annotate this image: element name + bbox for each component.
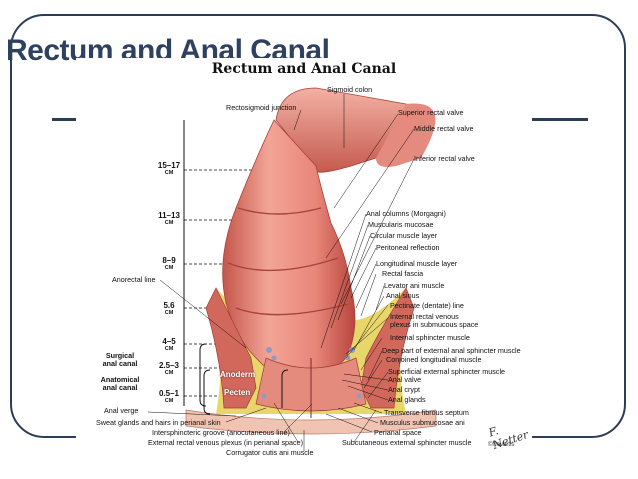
label-sweat-glands: Sweat glands and hairs in perianal skin (96, 418, 221, 427)
label-anal-sinus: Anal sinus (386, 291, 420, 300)
label-conjoined-longitudinal-muscle: Conjoined longitudinal muscle (386, 355, 482, 364)
other-leader-lines (147, 94, 345, 451)
label-levator-ani-muscle: Levator ani muscle (384, 281, 445, 290)
label-subcutaneous-external-sphincter: Subcutaneous external sphincter muscle (342, 438, 472, 447)
zone-anoderm: Anoderm (220, 370, 256, 379)
label-rectal-fascia: Rectal fascia (382, 269, 424, 278)
canal-brackets (199, 343, 289, 415)
label-anal-verge: Anal verge (104, 406, 139, 415)
label-perianal-space: Perianal space (374, 428, 422, 437)
label-intersphincteric-groove: Intersphincteric groove (anocutaneous li… (152, 428, 290, 437)
left-sphincter-shape (205, 287, 257, 409)
label-circular-muscle-layer: Circular muscle layer (370, 231, 438, 240)
label-superior-rectal-valve: Superior rectal valve (398, 108, 464, 117)
label-pectinate-line: Pectinate (dentate) line (390, 301, 464, 310)
label-anal-crypt: Anal crypt (388, 385, 420, 394)
label-deep-external-sphincter: Deep part of external anal sphincter mus… (382, 346, 521, 355)
label-anal-columns: Anal columns (Morgagni) (366, 209, 446, 218)
sigmoid-loop-shape (376, 103, 436, 167)
label-middle-rectal-valve: Middle rectal valve (414, 124, 474, 133)
label-transverse-fibrous-septum: Transverse fibrous septum (384, 408, 469, 417)
zone-pecten: Pecten (224, 388, 251, 397)
label-inferior-rectal-valve: Inferior rectal valve (414, 154, 475, 163)
label-corrugator-cutis-ani: Corrugator cutis ani muscle (226, 448, 314, 457)
label-rectosigmoid-junction: Rectosigmoid junction (226, 103, 297, 112)
rectal-valves (227, 207, 349, 316)
title-rule-right (530, 118, 588, 121)
title-rule-left (52, 118, 86, 121)
copyright-text: ©Novartis (488, 442, 515, 448)
label-surgical-anal-canal: Surgical anal canal (102, 351, 138, 368)
perianal-skin (185, 409, 437, 435)
label-sigmoid-colon: Sigmoid colon (327, 85, 373, 94)
label-anal-valve: Anal valve (388, 375, 422, 384)
label-internal-rectal-venous-plexus: Internal rectal venous plexus in submuco… (390, 312, 479, 329)
anatomy-figure: Rectum and Anal Canal Sigmoid colon Rect… (76, 58, 532, 460)
venous-plexus (261, 347, 362, 399)
label-external-rectal-venous-plexus: External rectal venous plexus (in perian… (148, 438, 304, 447)
label-peritoneal-reflection: Peritoneal reflection (376, 243, 440, 252)
label-anorectal-line: Anorectal line (112, 275, 156, 284)
label-anatomical-anal-canal: Anatomical anal canal (100, 375, 140, 392)
figure-title: Rectum and Anal Canal (211, 61, 397, 77)
label-superficial-external-sphincter: Superficial external sphincter muscle (388, 367, 506, 376)
right-leader-lines (320, 113, 415, 443)
anatomy-illustration (147, 87, 437, 451)
label-anal-glands: Anal glands (388, 395, 426, 404)
label-musculus-submucosae-ani: Musculus submucosae ani (380, 418, 465, 427)
label-internal-sphincter-muscle: Internal sphincter muscle (390, 333, 470, 342)
label-muscularis-mucosae: Muscularis mucosae (368, 220, 434, 229)
label-longitudinal-muscle-layer: Longitudinal muscle layer (376, 259, 458, 268)
